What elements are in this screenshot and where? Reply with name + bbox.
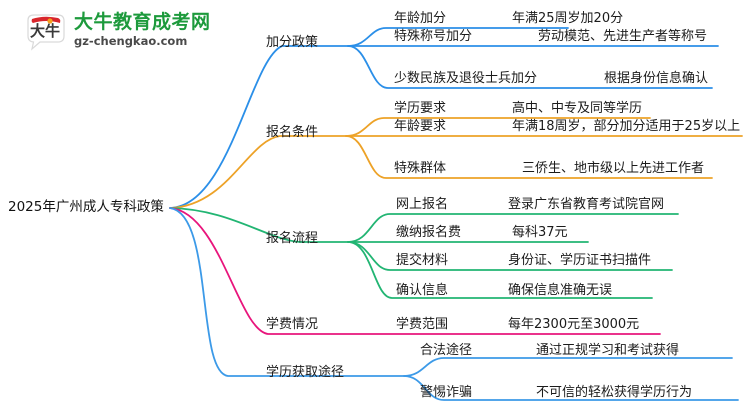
sub-label-1-2[interactable]: 特殊称号加分 (394, 29, 473, 44)
subcurve-5-2 (403, 375, 739, 401)
subcurve-1-3 (347, 45, 713, 89)
svg-text:大牛: 大牛 (30, 22, 60, 40)
branch-curve-4 (169, 207, 661, 335)
leaf-label-1-2[interactable]: 劳动模范、先进生产者等称号 (538, 29, 708, 44)
sub-label-1-3[interactable]: 少数民族及退役士兵加分 (394, 71, 538, 86)
branch-label-5[interactable]: 学历获取途径 (266, 365, 345, 380)
logo-brand-url: gz-chengkao.com (74, 34, 188, 48)
leaf-label-3-3[interactable]: 身份证、学历证书扫描件 (508, 253, 652, 268)
sub-label-3-2[interactable]: 缴纳报名费 (396, 225, 462, 240)
sub-label-2-1[interactable]: 学历要求 (394, 101, 447, 116)
logo-mark-icon: 大牛 (27, 14, 65, 51)
leaf-label-3-4[interactable]: 确保信息准确无误 (508, 283, 613, 298)
subcurve-5-1 (403, 357, 733, 377)
branch-label-3[interactable]: 报名流程 (266, 231, 319, 246)
leaf-label-4-1[interactable]: 每年2300元至3000元 (508, 317, 640, 332)
sub-label-1-1[interactable]: 年龄加分 (394, 11, 447, 26)
leaf-label-1-3[interactable]: 根据身份信息确认 (604, 71, 709, 86)
branch-curve-3 (169, 207, 349, 243)
sub-label-3-1[interactable]: 网上报名 (396, 197, 449, 212)
leaf-label-3-1[interactable]: 登录广东省教育考试院官网 (508, 197, 665, 212)
branch-label-2[interactable]: 报名条件 (266, 125, 319, 140)
branch-curve-2 (169, 135, 347, 209)
sub-label-3-3[interactable]: 提交材料 (396, 253, 449, 268)
subcurve-2-3 (345, 135, 713, 179)
leaf-label-2-1[interactable]: 高中、中专及同等学历 (512, 101, 643, 116)
site-logo[interactable]: 大牛 大牛教育成考网 gz-chengkao.com (24, 10, 224, 56)
sub-label-2-2[interactable]: 年龄要求 (394, 119, 447, 134)
sub-label-5-2[interactable]: 警惕诈骗 (420, 385, 473, 400)
logo-brand-name: 大牛教育成考网 (74, 11, 211, 33)
leaf-label-5-1[interactable]: 通过正规学习和考试获得 (536, 343, 680, 358)
leaf-label-2-3[interactable]: 三侨生、地市级以上先进工作者 (522, 161, 705, 176)
leaf-label-3-2[interactable]: 每科37元 (512, 225, 568, 240)
leaf-label-1-1[interactable]: 年满25周岁加20分 (512, 11, 624, 26)
leaf-label-5-2[interactable]: 不可信的轻松获得学历行为 (536, 385, 693, 400)
branch-curve-5 (169, 207, 405, 377)
subcurve-3-1 (347, 213, 679, 243)
branch-label-4[interactable]: 学费情况 (266, 317, 319, 332)
sub-label-5-1[interactable]: 合法途径 (420, 343, 473, 358)
sub-label-3-4[interactable]: 确认信息 (396, 283, 449, 298)
branch-curve-1 (169, 45, 349, 209)
root-node-label[interactable]: 2025年广州成人专科政策 (8, 199, 164, 215)
branch-label-1[interactable]: 加分政策 (266, 35, 319, 50)
sub-label-2-3[interactable]: 特殊群体 (394, 161, 447, 176)
sub-label-4-1[interactable]: 学费范围 (396, 317, 449, 332)
leaf-label-2-2[interactable]: 年满18周岁，部分加分适用于25岁以上 (512, 119, 741, 134)
subcurve-3-4 (347, 241, 653, 299)
